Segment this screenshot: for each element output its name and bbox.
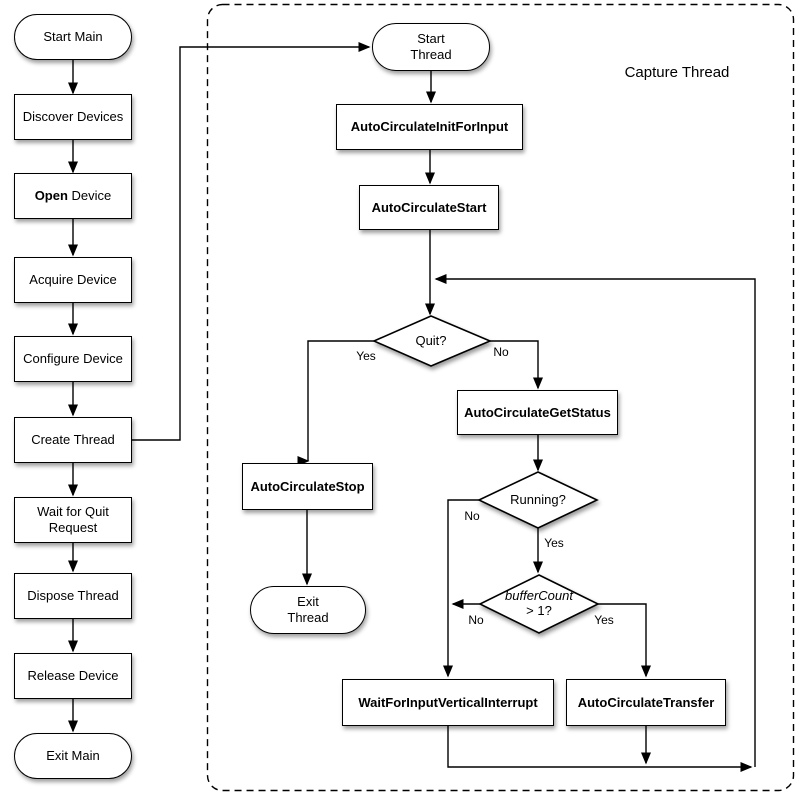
node-autocirculate-transfer: AutoCirculateTransfer bbox=[566, 679, 726, 726]
connector-loopback bbox=[434, 274, 756, 767]
label-running-no: No bbox=[464, 509, 480, 523]
node-exit-thread-label: Exit Thread bbox=[287, 594, 329, 625]
connector-create-startthread bbox=[132, 42, 371, 441]
node-configure-device: Configure Device bbox=[14, 336, 132, 382]
decision-quit bbox=[372, 315, 493, 367]
decision-quit-label: Quit? bbox=[391, 330, 471, 352]
node-exit-main: Exit Main bbox=[14, 733, 132, 779]
label-quit-no: No bbox=[493, 345, 509, 359]
label-buffer-no: No bbox=[468, 613, 484, 627]
open-device-bold: Open bbox=[34, 188, 68, 204]
node-autocirculate-start: AutoCirculateStart bbox=[359, 185, 499, 230]
node-create-thread: Create Thread bbox=[14, 417, 132, 463]
decision-buffercount-rest: > 1? bbox=[526, 603, 552, 618]
node-wait-vertical-interrupt-label: WaitForInputVerticalInterrupt bbox=[358, 694, 538, 710]
node-exit-main-label: Exit Main bbox=[46, 748, 100, 764]
node-autocirculate-start-label: AutoCirculateStart bbox=[371, 199, 487, 215]
decision-buffercount bbox=[478, 574, 600, 634]
node-release-device: Release Device bbox=[14, 653, 132, 699]
decision-buffercount-label: bufferCount > 1? bbox=[489, 588, 589, 619]
node-autocirculate-init: AutoCirculateInitForInput bbox=[336, 104, 523, 150]
node-start-thread-label: Start Thread bbox=[410, 31, 452, 62]
connector-quit-no-getstatus bbox=[490, 340, 543, 390]
label-buffer-yes: Yes bbox=[594, 613, 614, 627]
node-autocirculate-getstatus: AutoCirculateGetStatus bbox=[457, 390, 618, 435]
node-autocirculate-init-label: AutoCirculateInitForInput bbox=[350, 119, 509, 135]
capture-thread-region-border bbox=[206, 3, 795, 792]
node-autocirculate-stop-label: AutoCirculateStop bbox=[250, 478, 365, 494]
decision-quit-text: Quit? bbox=[415, 332, 447, 348]
connector-running-no bbox=[443, 499, 479, 678]
node-exit-thread: Exit Thread bbox=[250, 586, 366, 634]
node-open-device: Open Device bbox=[14, 173, 132, 219]
open-device-rest: Device bbox=[71, 188, 112, 204]
node-discover-devices: Discover Devices bbox=[14, 94, 132, 140]
label-running-yes: Yes bbox=[544, 536, 564, 550]
node-start-main-label: Start Main bbox=[43, 29, 103, 45]
connector-quit-yes-stop bbox=[303, 340, 374, 463]
node-start-thread: Start Thread bbox=[372, 23, 490, 71]
node-dispose-thread: Dispose Thread bbox=[14, 573, 132, 619]
node-wait-vertical-interrupt: WaitForInputVerticalInterrupt bbox=[342, 679, 554, 726]
node-create-thread-label: Create Thread bbox=[31, 432, 115, 448]
node-acquire-device-label: Acquire Device bbox=[29, 272, 117, 288]
node-discover-devices-label: Discover Devices bbox=[22, 109, 124, 125]
node-configure-device-label: Configure Device bbox=[23, 351, 123, 367]
node-acquire-device: Acquire Device bbox=[14, 257, 132, 303]
node-open-device-label: Open Device bbox=[35, 188, 112, 204]
decision-running-label: Running? bbox=[498, 489, 578, 511]
node-wait-for-quit-label: Wait for Quit Request bbox=[37, 504, 109, 535]
node-start-main: Start Main bbox=[14, 14, 132, 60]
decision-buffercount-italic: bufferCount bbox=[505, 588, 573, 604]
node-dispose-thread-label: Dispose Thread bbox=[27, 588, 119, 604]
connector-buffer-yes-transfer bbox=[598, 603, 651, 678]
node-autocirculate-stop: AutoCirculateStop bbox=[242, 463, 373, 510]
node-wait-for-quit: Wait for Quit Request bbox=[14, 497, 132, 543]
node-autocirculate-getstatus-label: AutoCirculateGetStatus bbox=[464, 404, 611, 420]
label-quit-yes: Yes bbox=[356, 349, 376, 363]
node-autocirculate-transfer-label: AutoCirculateTransfer bbox=[577, 694, 715, 710]
connector-waitinterrupt-bottom bbox=[447, 726, 753, 772]
capture-thread-title: Capture Thread bbox=[624, 64, 730, 81]
decision-running-text: Running? bbox=[510, 491, 566, 507]
node-release-device-label: Release Device bbox=[27, 668, 119, 684]
decision-running bbox=[477, 471, 599, 529]
